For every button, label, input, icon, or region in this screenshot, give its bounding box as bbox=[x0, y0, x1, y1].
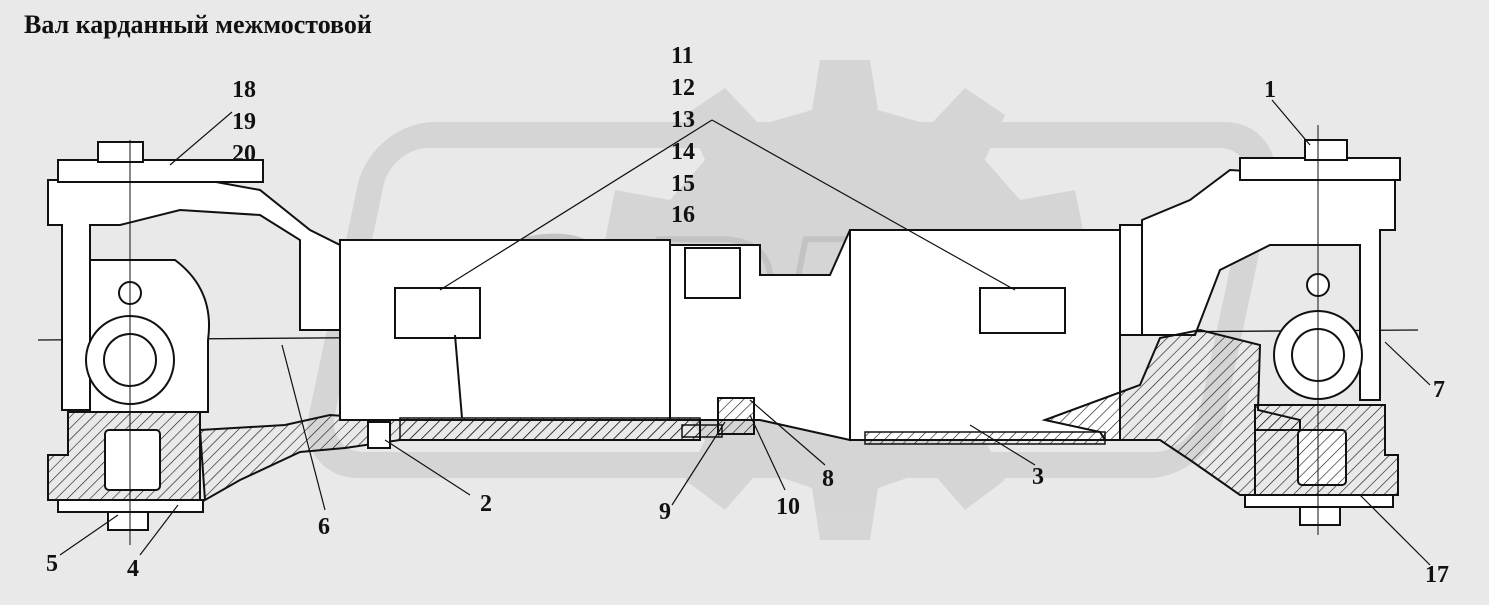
left-universal-joint bbox=[47, 140, 341, 545]
callout-3: 3 bbox=[1032, 464, 1044, 490]
left-yoke-flange bbox=[47, 179, 341, 411]
left-cap-bolt bbox=[107, 511, 149, 531]
callout-1: 1 bbox=[1264, 77, 1276, 103]
plug-washer bbox=[681, 424, 723, 438]
grease-fitting bbox=[367, 421, 391, 449]
leader-9 bbox=[671, 421, 726, 506]
callout-20: 20 bbox=[232, 141, 256, 167]
callout-10: 10 bbox=[776, 494, 800, 520]
tube-wall-left-section bbox=[399, 417, 701, 441]
seal-ring bbox=[684, 247, 741, 299]
balance-plate-left bbox=[394, 287, 481, 339]
callout-19: 19 bbox=[232, 109, 256, 135]
leader-7 bbox=[1384, 341, 1431, 386]
left-flange-plate bbox=[57, 159, 264, 183]
right-universal-joint bbox=[1141, 125, 1401, 535]
callout-2: 2 bbox=[480, 491, 492, 517]
tube-left-section bbox=[339, 239, 671, 421]
callout-14: 14 bbox=[671, 139, 695, 165]
leader-1 bbox=[1271, 99, 1311, 146]
callout-5: 5 bbox=[46, 551, 58, 577]
right-lower-housing bbox=[1254, 404, 1399, 496]
balance-plate-right bbox=[979, 287, 1066, 334]
callout-15: 15 bbox=[671, 171, 695, 197]
callout-18: 18 bbox=[232, 77, 256, 103]
leader-3 bbox=[969, 424, 1036, 466]
leader-17 bbox=[1359, 494, 1431, 566]
tube-collar bbox=[1119, 224, 1143, 336]
left-lower-bearing-cup bbox=[104, 429, 161, 491]
callout-17: 17 bbox=[1425, 562, 1449, 588]
right-cap-bolt bbox=[1299, 506, 1341, 526]
callout-9: 9 bbox=[659, 499, 671, 525]
callout-4: 4 bbox=[127, 556, 139, 582]
leader-5 bbox=[59, 514, 119, 556]
leader-2 bbox=[384, 439, 471, 496]
callout-labels: 11 12 13 14 15 16 18 19 20 1 7 6 2 9 10 … bbox=[46, 43, 1449, 588]
callout-8: 8 bbox=[822, 466, 834, 492]
left-flange-nut bbox=[97, 141, 144, 163]
tube-step-line bbox=[454, 334, 463, 419]
seal-pack bbox=[717, 397, 755, 435]
leader-8 bbox=[749, 399, 826, 466]
leader-18-20 bbox=[169, 111, 233, 166]
callout-11: 11 bbox=[671, 43, 694, 69]
callout-12: 12 bbox=[671, 75, 695, 101]
right-flange-plate bbox=[1239, 157, 1401, 181]
leader-10 bbox=[749, 414, 786, 491]
tube-right-section bbox=[849, 229, 1121, 441]
leader-6 bbox=[281, 344, 326, 511]
callout-13: 13 bbox=[671, 107, 695, 133]
leader-13-left bbox=[439, 119, 713, 291]
leader-4 bbox=[139, 504, 179, 556]
callout-16: 16 bbox=[671, 202, 695, 228]
right-flange-nut bbox=[1304, 139, 1348, 161]
callout-6: 6 bbox=[318, 514, 330, 540]
callout-7: 7 bbox=[1433, 377, 1445, 403]
leader-lines bbox=[59, 99, 1431, 566]
diagram-title: Вал карданный межмостовой bbox=[24, 10, 372, 39]
leader-13-right bbox=[711, 119, 1016, 291]
